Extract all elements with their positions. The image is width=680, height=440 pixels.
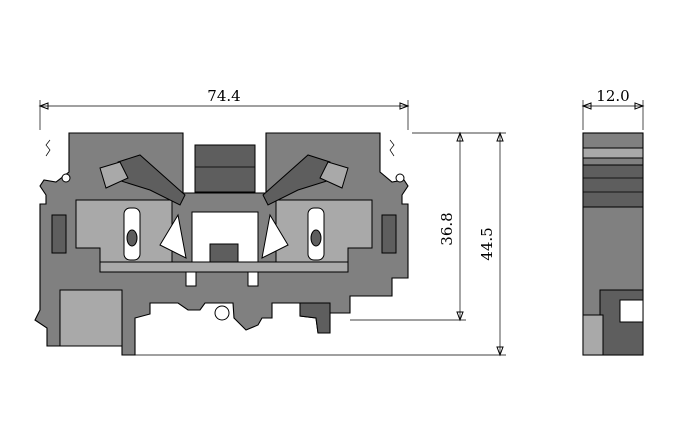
top-right-clip xyxy=(389,139,395,157)
rail-foot xyxy=(59,289,123,347)
dimensions: 74.4 12.0 36.8 44.5 xyxy=(38,87,645,357)
right-clamp-wedge xyxy=(261,213,289,259)
foot-hole xyxy=(214,305,230,321)
right-lever-tab xyxy=(319,161,349,189)
left-clamp-wedge xyxy=(159,213,187,259)
top-left-clip xyxy=(45,139,51,157)
dim-side-width: 12.0 xyxy=(596,87,629,105)
side-view xyxy=(582,132,644,356)
left-peg xyxy=(61,173,71,183)
dim-inner-height: 36.8 xyxy=(438,212,456,245)
busbar xyxy=(99,261,349,273)
foot-hook xyxy=(299,302,331,334)
dim-overall-width: 74.4 xyxy=(207,87,240,105)
center-block xyxy=(209,243,239,263)
left-lever-tab xyxy=(99,161,129,189)
right-peg xyxy=(395,173,405,183)
dim-overall-height: 44.5 xyxy=(478,227,496,260)
center-slot xyxy=(194,144,256,193)
front-view xyxy=(34,132,409,356)
